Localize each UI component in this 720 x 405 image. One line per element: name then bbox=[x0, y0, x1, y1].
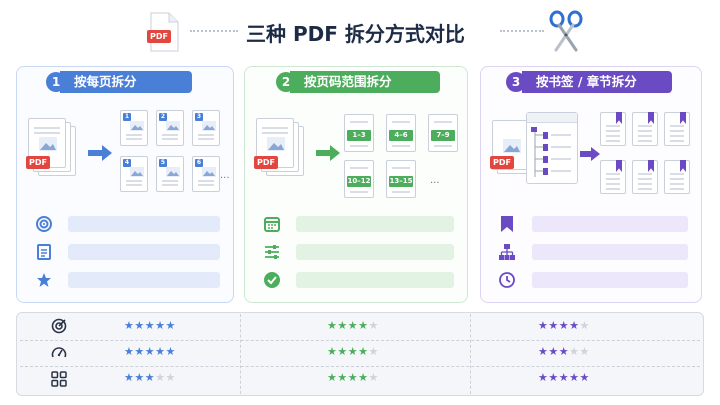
source-pdf-stack-2: PDF bbox=[254, 118, 310, 182]
output-page: 7–9 bbox=[428, 114, 458, 152]
method-number-2: 2 bbox=[276, 72, 296, 92]
star-rating: ★★★★★ bbox=[124, 371, 176, 384]
page-range-label: 13–15 bbox=[389, 176, 413, 187]
star-rating: ★★★★★ bbox=[124, 319, 176, 332]
bookmark-icon bbox=[616, 112, 622, 124]
bookmark-panel bbox=[526, 112, 578, 184]
output-page bbox=[664, 160, 690, 194]
bookmark-icon bbox=[648, 112, 654, 124]
pdf-tag: PDF bbox=[254, 156, 278, 169]
method-title-3: 按书签 / 章节拆分 bbox=[522, 71, 672, 93]
page-range-label: 1–3 bbox=[347, 130, 371, 141]
star-rating: ★★★★★ bbox=[538, 319, 590, 332]
output-page bbox=[632, 112, 658, 146]
grid-icon bbox=[51, 371, 67, 391]
output-page: 13–15 bbox=[386, 160, 416, 198]
method-number-1: 1 bbox=[46, 72, 66, 92]
pdf-tag: PDF bbox=[147, 30, 171, 43]
output-page: 2 bbox=[156, 110, 184, 146]
bookmark-icon bbox=[680, 112, 686, 124]
page-number-label: 3 bbox=[195, 113, 203, 121]
feature-bar-3 bbox=[68, 272, 220, 288]
pdf-file-icon: PDF bbox=[145, 12, 181, 52]
table-divider bbox=[20, 366, 700, 367]
feature-icon-hierarchy bbox=[499, 244, 515, 264]
source-pdf-stack-1: PDF bbox=[26, 118, 82, 182]
more-ellipsis: ... bbox=[430, 175, 440, 186]
page-number-label: 2 bbox=[159, 113, 167, 121]
feature-icon-target bbox=[36, 216, 52, 236]
feature-icon-calendar bbox=[264, 216, 280, 236]
speedometer-icon bbox=[51, 345, 67, 365]
feature-icon-bookmark bbox=[500, 216, 514, 236]
output-page: 1–3 bbox=[344, 114, 374, 152]
page-number-label: 4 bbox=[123, 159, 131, 167]
scissors-icon bbox=[548, 10, 584, 52]
output-page: 3 bbox=[192, 110, 220, 146]
page-number-label: 1 bbox=[123, 113, 131, 121]
feature-bar-1 bbox=[296, 216, 454, 232]
page-range-label: 7–9 bbox=[431, 130, 455, 141]
output-page bbox=[600, 112, 626, 146]
star-rating: ★★★★★ bbox=[124, 345, 176, 358]
arrow-icon bbox=[580, 146, 600, 165]
feature-bar-1 bbox=[532, 216, 688, 232]
feature-bar-3 bbox=[296, 272, 454, 288]
table-divider bbox=[240, 314, 241, 394]
arrow-icon bbox=[88, 145, 112, 165]
method-number-3: 3 bbox=[506, 72, 526, 92]
feature-bar-3 bbox=[532, 272, 688, 288]
star-rating: ★★★★★ bbox=[538, 345, 590, 358]
page-title: 三种 PDF 拆分方式对比 bbox=[246, 22, 465, 46]
feature-bar-2 bbox=[532, 244, 688, 260]
feature-bar-2 bbox=[296, 244, 454, 260]
feature-icon-check bbox=[264, 272, 280, 292]
target-icon bbox=[51, 318, 67, 338]
output-page: 4–6 bbox=[386, 114, 416, 152]
feature-icon-sliders bbox=[264, 244, 280, 264]
page-number-label: 6 bbox=[195, 159, 203, 167]
method-title-1: 按每页拆分 bbox=[60, 71, 192, 93]
output-page: 10–12 bbox=[344, 160, 374, 198]
pdf-tag: PDF bbox=[26, 156, 50, 169]
output-page bbox=[632, 160, 658, 194]
star-rating: ★★★★★ bbox=[327, 371, 379, 384]
feature-icon-star bbox=[36, 272, 52, 292]
page-range-label: 10–12 bbox=[347, 176, 371, 187]
star-rating: ★★★★★ bbox=[327, 345, 379, 358]
arrow-icon bbox=[316, 145, 340, 165]
feature-bar-2 bbox=[68, 244, 220, 260]
output-page bbox=[600, 160, 626, 194]
table-divider bbox=[470, 314, 471, 394]
output-page: 4 bbox=[120, 156, 148, 192]
page-number-label: 5 bbox=[159, 159, 167, 167]
table-divider bbox=[20, 340, 700, 341]
pdf-tag: PDF bbox=[490, 156, 514, 169]
bookmark-icon bbox=[616, 160, 622, 172]
output-page: 6 bbox=[192, 156, 220, 192]
page-range-label: 4–6 bbox=[389, 130, 413, 141]
star-rating: ★★★★★ bbox=[538, 371, 590, 384]
method-title-2: 按页码范围拆分 bbox=[290, 71, 440, 93]
output-page bbox=[664, 112, 690, 146]
star-rating: ★★★★★ bbox=[327, 319, 379, 332]
comparison-table bbox=[16, 312, 704, 396]
feature-bar-1 bbox=[68, 216, 220, 232]
feature-icon-document bbox=[37, 244, 51, 264]
more-ellipsis: ... bbox=[220, 170, 230, 181]
output-page: 5 bbox=[156, 156, 184, 192]
output-page: 1 bbox=[120, 110, 148, 146]
bookmark-icon bbox=[648, 160, 654, 172]
feature-icon-clock bbox=[499, 272, 515, 292]
bookmark-icon bbox=[680, 160, 686, 172]
left-dotted-divider bbox=[190, 30, 238, 32]
right-dotted-divider bbox=[500, 30, 544, 32]
